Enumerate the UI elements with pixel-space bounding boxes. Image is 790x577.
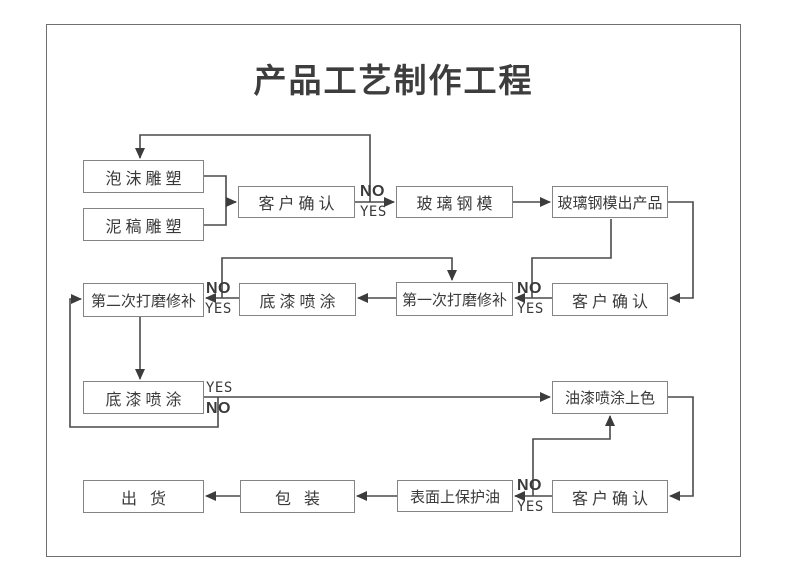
- label-yes-primer2: YES: [205, 301, 232, 317]
- node-shipment: 出货: [83, 480, 204, 513]
- edge-no-loop-confirm1-to-foam: [135, 134, 371, 202]
- edge-no-loop-confirm2-to-frpproduct: [531, 219, 612, 298]
- node-customer-confirm-2: 客户确认: [552, 283, 668, 316]
- node-foam-sculpture: 泡沫雕塑: [83, 160, 204, 193]
- node-packaging: 包装: [240, 480, 355, 513]
- node-clay-sculpture: 泥稿雕塑: [83, 208, 204, 241]
- label-yes-primer3: YES: [206, 380, 233, 396]
- page-title: 产品工艺制作工程: [253, 64, 534, 100]
- edge-paint-to-confirm3: [668, 396, 694, 501]
- label-no-primer2: NO: [206, 280, 231, 297]
- label-no-primer3: NO: [206, 400, 231, 417]
- label-no-confirm3: NO: [517, 477, 542, 494]
- label-yes-confirm2: YES: [517, 301, 544, 317]
- label-no-confirm2: NO: [517, 280, 542, 297]
- node-paint-spray-coloring: 油漆喷涂上色: [552, 381, 668, 414]
- node-primer-spray-1: 底漆喷涂: [239, 283, 356, 316]
- edge-frpproduct-to-confirm2: [668, 201, 694, 303]
- node-second-sanding-repair: 第二次打磨修补: [83, 283, 204, 317]
- edge-no-loop-primer3-to-sand2: [69, 294, 219, 428]
- node-customer-confirm-1: 客户确认: [238, 186, 355, 218]
- diagram-border: [46, 24, 741, 557]
- node-first-sanding-repair: 第一次打磨修补: [396, 282, 513, 316]
- node-customer-confirm-3: 客户确认: [552, 480, 668, 513]
- label-yes-confirm1: YES: [360, 204, 387, 220]
- edge-no-loop-confirm3-to-paint: [532, 415, 615, 496]
- edge-no-loop-to-sand1-top: [221, 257, 457, 298]
- node-fiberglass-product: 玻璃钢模出产品: [552, 186, 668, 218]
- node-fiberglass-mold: 玻璃钢模: [396, 186, 513, 218]
- node-surface-protective-oil: 表面上保护油: [397, 480, 513, 512]
- label-yes-confirm3: YES: [517, 499, 544, 515]
- edge-sculpt-bracket: [204, 175, 227, 226]
- label-no-confirm1: NO: [360, 183, 385, 200]
- node-primer-spray-2: 底漆喷涂: [83, 381, 204, 414]
